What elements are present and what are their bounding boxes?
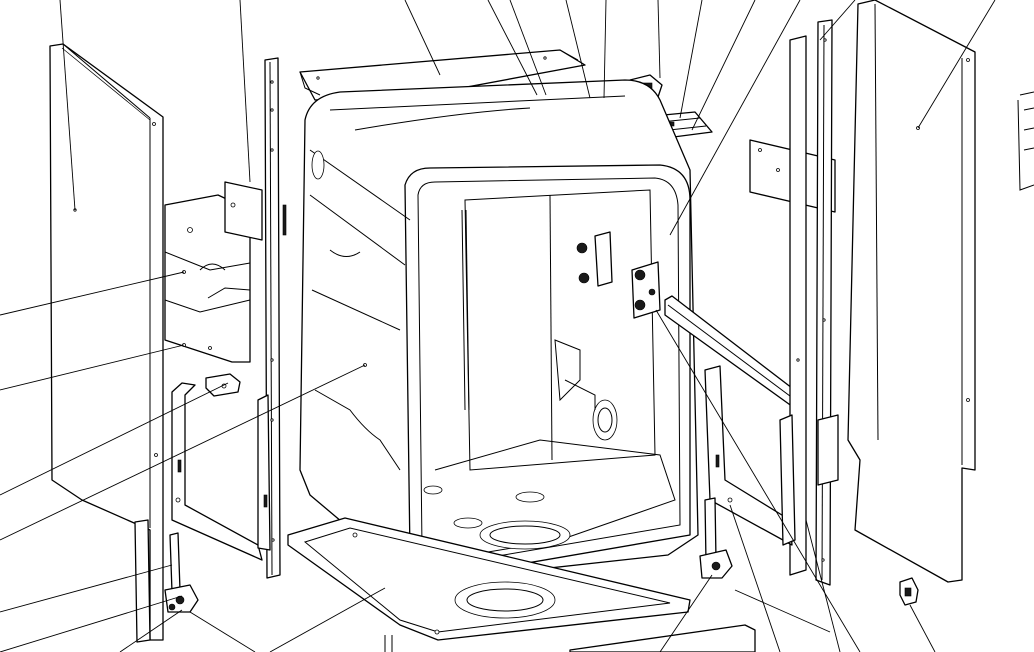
left-lower-frame [171,382,271,561]
base-tray [287,517,691,641]
right-side-panel [847,0,976,583]
left-insulation-panel [164,194,251,363]
dishwasher-tub [299,79,699,581]
callout-leader-lines [0,0,996,652]
side-bracket-plate [224,181,270,241]
left-hinge [134,519,199,643]
dish-rack-edge [1017,91,1034,191]
right-rear-rail [789,19,833,586]
right-clip [899,577,919,606]
right-hinge [699,497,733,579]
tub-hinge-bracket [576,231,661,319]
top-cover [299,49,586,101]
